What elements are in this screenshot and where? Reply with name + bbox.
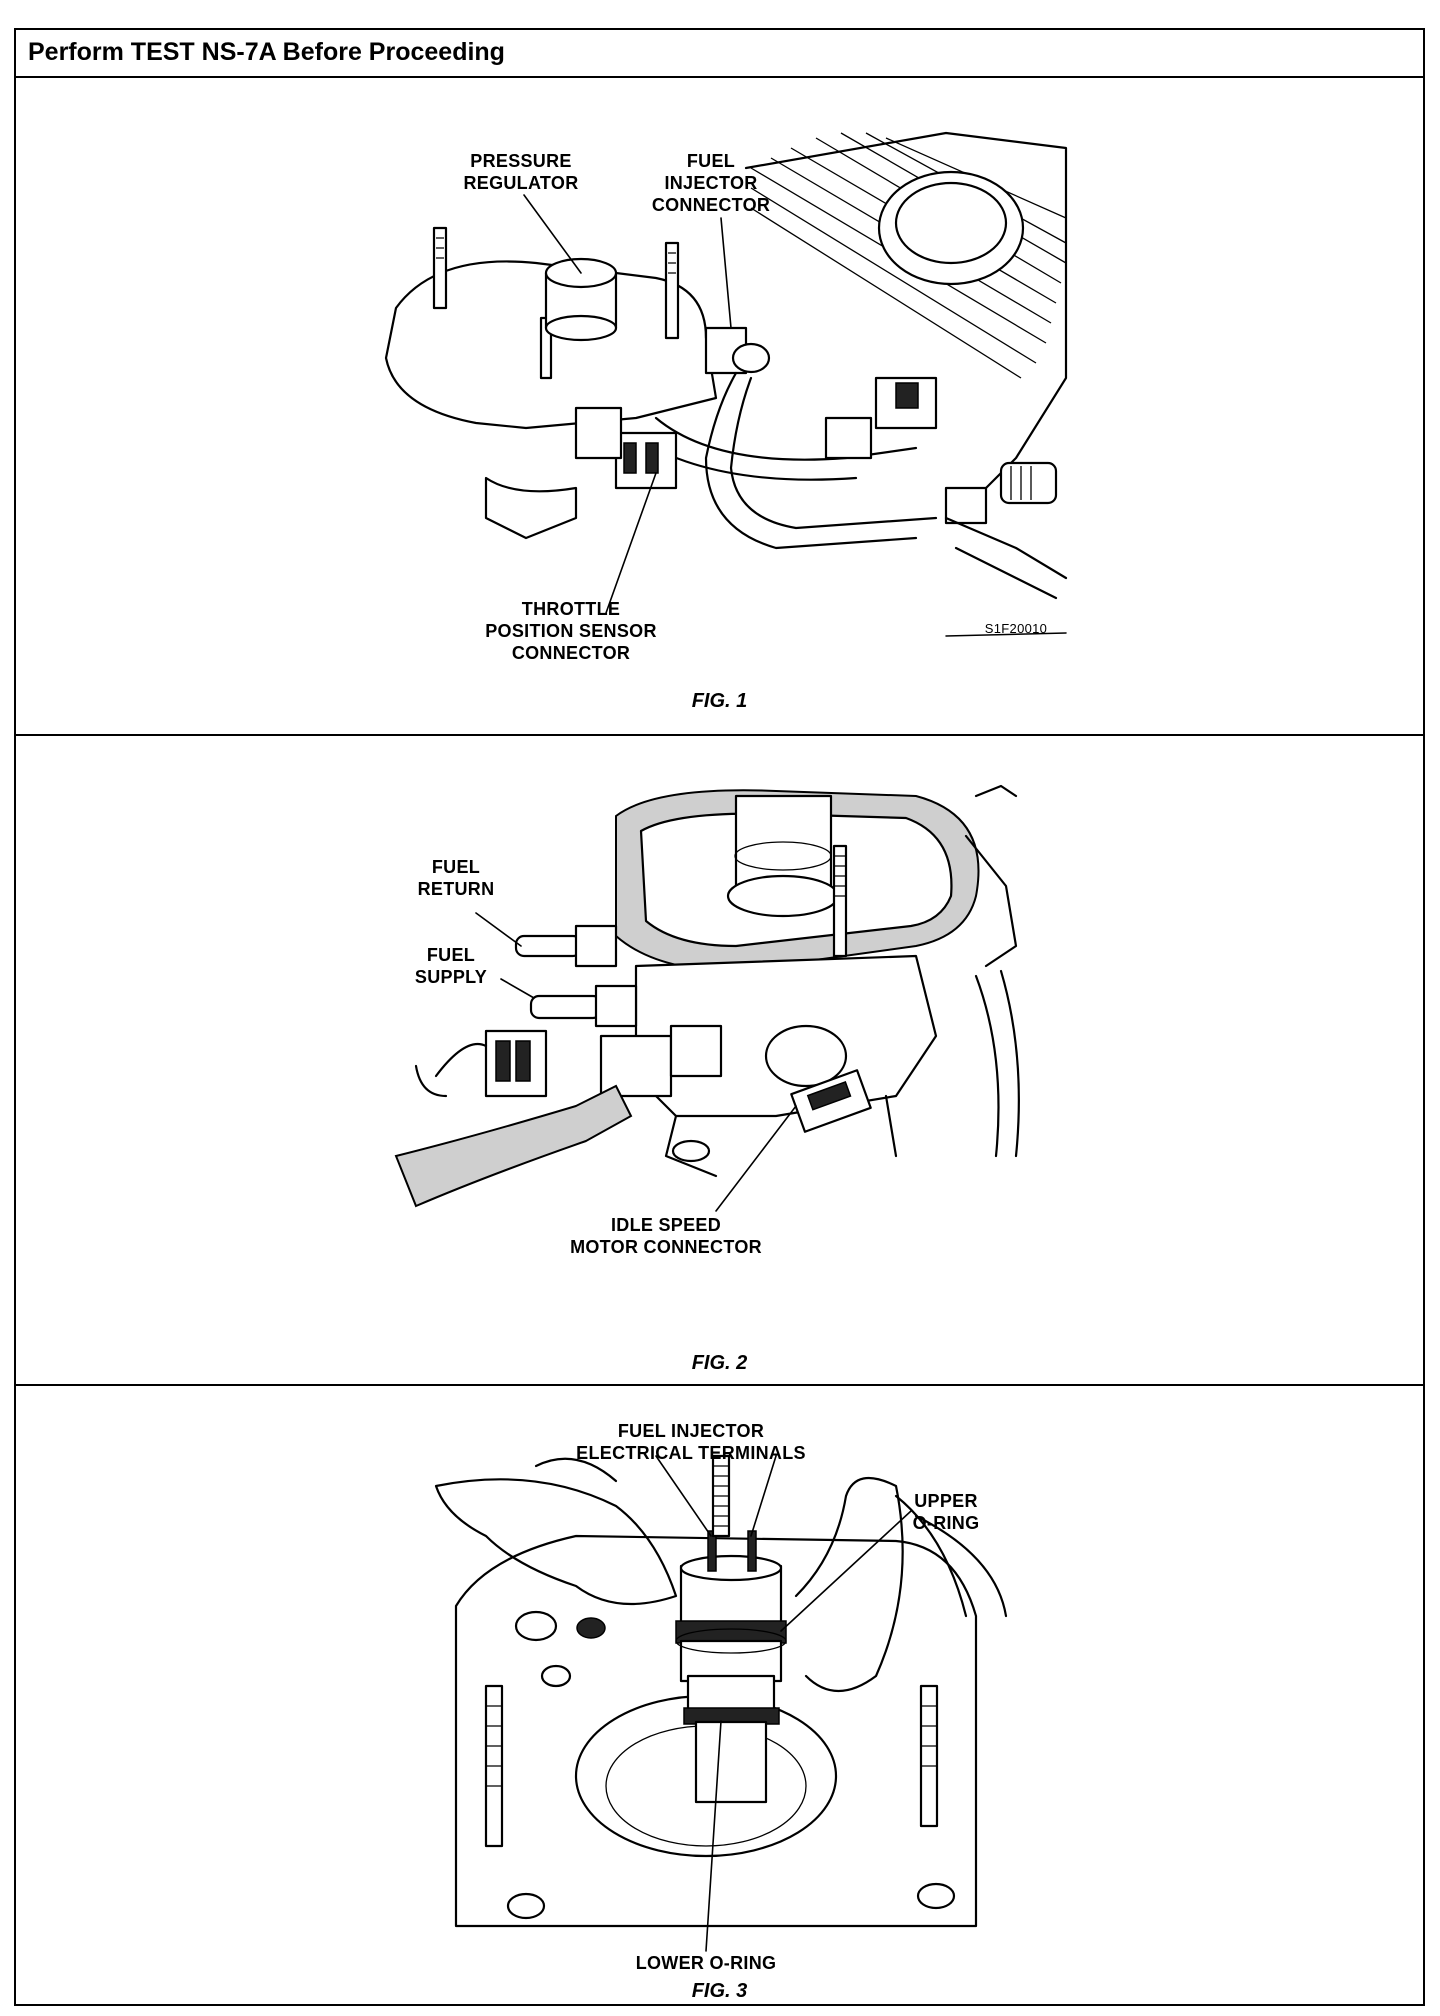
lower-bracket-lines [944, 516, 1068, 600]
left-hand [434, 1478, 678, 1606]
fuel-return-fitting [514, 924, 618, 968]
callout-idle-speed-motor-connector: IDLE SPEED MOTOR CONNECTOR [570, 1215, 762, 1257]
throttle-linkage [484, 476, 578, 540]
idle-speed-motor-connector-shape [764, 1024, 872, 1133]
hose-fitting-shape [944, 461, 1058, 525]
fuel-injector-connector-shape [704, 326, 771, 375]
right-bracket [964, 834, 1018, 968]
bolt-right [916, 1882, 956, 1910]
base-legs [664, 1094, 898, 1178]
fig2-leader-lines [475, 912, 797, 1212]
fuel-supply-fitting [529, 984, 638, 1028]
mounting-studs [432, 226, 680, 380]
braided-harness [394, 1084, 633, 1208]
callout-fuel-return: FUEL RETURN [417, 857, 495, 899]
page-title: Perform TEST NS-7A Before Proceeding [28, 38, 505, 66]
plate-studs [484, 1684, 939, 1848]
callout-fuel-injector-connector: FUEL INJECTOR CONNECTOR [651, 151, 771, 215]
figure-3-panel: FUEL INJECTOR ELECTRICAL TERMINALS UPPER… [16, 1386, 1423, 2006]
fuel-injector [675, 1554, 787, 1804]
base-bolt [671, 1139, 711, 1163]
figure-2-caption: FIG. 2 [691, 1352, 748, 1374]
figure-1-illustration [384, 131, 1068, 637]
figure-1-panel: PRESSURE REGULATOR FUEL INJECTOR CONNECT… [16, 78, 1423, 736]
callout-throttle-position-sensor-connector: THROTTLE POSITION SENSOR CONNECTOR [485, 599, 657, 663]
bolt-left [506, 1892, 546, 1920]
callout-pressure-regulator: PRESSURE REGULATOR [463, 151, 579, 193]
throttle-position-sensor-connector-shape [574, 406, 678, 490]
figure-2-illustration [394, 784, 1020, 1212]
left-connector-shape [484, 1024, 723, 1098]
top-fitting [974, 784, 1018, 798]
document-frame: Perform TEST NS-7A Before Proceeding [14, 28, 1425, 2006]
art-id-underline [945, 632, 1067, 637]
callout-fuel-injector-electrical-terminals: FUEL INJECTOR ELECTRICAL TERMINALS [576, 1421, 806, 1463]
figure-3-illustration [434, 1454, 1008, 1952]
figure-2-panel: FUEL RETURN FUEL SUPPLY IDLE SPEED MOTOR… [16, 736, 1423, 1386]
callout-fuel-supply: FUEL SUPPLY [414, 945, 488, 987]
figure-1-caption: FIG. 1 [691, 690, 748, 712]
injector-housing [726, 794, 840, 918]
filler-cap-inner [894, 181, 1008, 265]
fig3-leader-lines [655, 1455, 912, 1952]
stud-right [832, 844, 848, 958]
harness-wire [434, 1042, 488, 1078]
callout-upper-o-ring: UPPER O-RING [912, 1491, 980, 1533]
art-reference-id: S1F20010 [984, 621, 1048, 636]
right-connector-shape [824, 376, 938, 460]
right-hand [794, 1476, 904, 1693]
fig1-leader-lines [523, 194, 732, 614]
page-header: Perform TEST NS-7A Before Proceeding [16, 30, 1423, 78]
figure-3-caption: FIG. 3 [691, 1980, 748, 2002]
pressure-regulator-dome [544, 257, 618, 342]
callout-lower-o-ring: LOWER O-RING [635, 1953, 777, 1973]
right-hose [974, 969, 1020, 1158]
